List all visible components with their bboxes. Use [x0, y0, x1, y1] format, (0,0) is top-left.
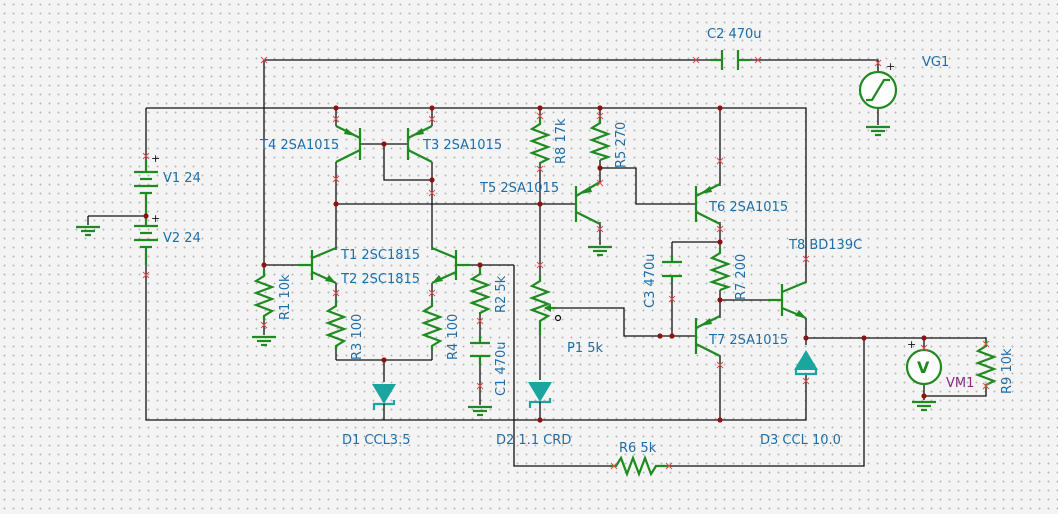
label-vm1: VM1 [946, 376, 974, 391]
transistor-t2[interactable] [431, 246, 470, 284]
label-r1: R1 10k [278, 274, 293, 320]
ground-symbol [912, 400, 936, 412]
label-t4: T4 2SA1015 [259, 138, 339, 153]
label-r3: R3 100 [350, 314, 365, 360]
label-vg1: VG1 [922, 55, 949, 70]
diode-d1[interactable] [372, 384, 396, 420]
label-r9: R9 10k [1000, 348, 1015, 394]
resistor-r8[interactable] [528, 118, 552, 164]
label-v1: V1 24 [163, 171, 201, 186]
resistor-r9[interactable] [974, 340, 998, 388]
ground-symbol [252, 335, 276, 347]
label-r4: R4 100 [446, 314, 461, 360]
svg-text:+: + [151, 212, 160, 225]
resistor-r2[interactable] [468, 268, 492, 314]
label-t1: T1 2SC1815 [340, 248, 420, 263]
label-c2: C2 470u [707, 27, 762, 42]
label-c1: C1 470u [494, 341, 509, 396]
diode-d3[interactable] [794, 350, 818, 376]
transistor-t3[interactable] [406, 125, 433, 163]
transistor-t1[interactable] [298, 246, 337, 284]
voltmeter-symbol: V [917, 358, 930, 377]
label-d1: D1 CCL3.5 [342, 433, 411, 448]
svg-text:+: + [907, 338, 916, 351]
ground-symbols [76, 125, 936, 417]
junction-nodes [143, 105, 927, 423]
transistor-t6[interactable] [694, 183, 721, 225]
label-d2: D2 1.1 CRD [496, 433, 571, 448]
battery-v2[interactable]: + [134, 212, 160, 265]
battery-v1[interactable]: + [134, 152, 160, 216]
transistor-t8[interactable] [768, 280, 807, 320]
capacitor-c1[interactable] [470, 336, 490, 365]
resistor-r6[interactable] [610, 454, 670, 478]
resistor-r4[interactable] [420, 300, 444, 350]
wires [87, 59, 987, 467]
ground-symbol [468, 405, 492, 417]
label-r6: R6 5k [619, 441, 657, 456]
label-t6: T6 2SA1015 [708, 200, 788, 215]
pin-markers [142, 56, 990, 470]
label-r5: R5 270 [614, 122, 629, 168]
ground-symbol [588, 245, 612, 257]
resistor-r5[interactable] [588, 118, 612, 162]
diode-d2[interactable] [528, 382, 552, 420]
label-p1: P1 5k [567, 341, 604, 356]
label-c3: C3 470u [643, 253, 658, 308]
capacitor-c3[interactable] [662, 256, 682, 282]
ground-symbol [866, 125, 890, 137]
label-t7: T7 2SA1015 [708, 333, 788, 348]
svg-text:+: + [151, 152, 160, 165]
resistor-r1[interactable] [252, 270, 276, 320]
capacitor-c2[interactable] [710, 50, 750, 70]
label-r7: R7 200 [734, 254, 749, 300]
resistor-r3[interactable] [324, 300, 348, 350]
label-r2: R2 5k [494, 275, 509, 313]
label-d3: D3 CCL 10.0 [760, 433, 841, 448]
resistor-r7[interactable] [708, 248, 732, 292]
label-t8: T8 BD139C [788, 238, 862, 253]
label-t2: T2 2SC1815 [340, 272, 420, 287]
transistor-t5[interactable] [574, 181, 601, 225]
label-t5: T5 2SA1015 [479, 181, 559, 196]
transistor-t7[interactable] [694, 315, 721, 357]
potentiometer-p1[interactable] [528, 275, 556, 335]
label-v2: V2 24 [163, 231, 201, 246]
label-t3: T3 2SA1015 [422, 138, 502, 153]
label-r8: R8 17k [554, 118, 569, 164]
voltmeter-vm1[interactable]: V + [905, 338, 943, 386]
ground-symbol [76, 225, 100, 237]
svg-text:+: + [886, 60, 895, 73]
component-labels: C2 470u VG1 T4 2SA1015 T3 2SA1015 V1 24 … [163, 27, 1015, 456]
signal-generator-vg1[interactable]: + [858, 60, 898, 110]
transistor-t4[interactable] [335, 125, 362, 163]
